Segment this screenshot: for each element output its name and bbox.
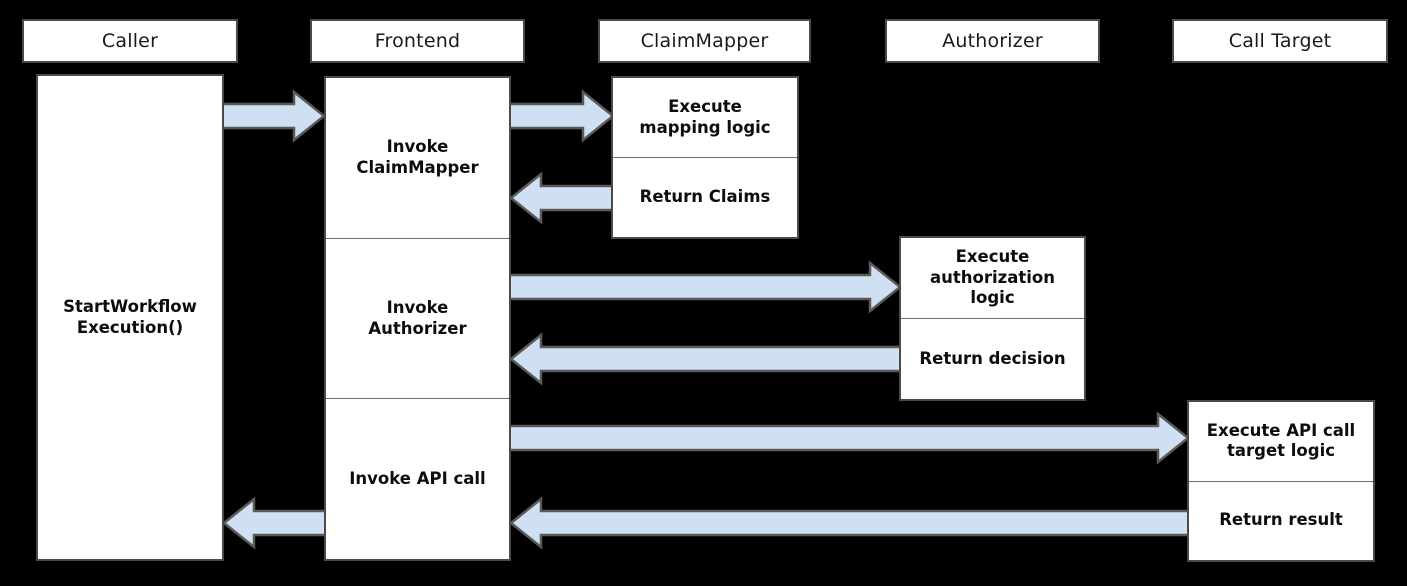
lane-header-claimmapper: ClaimMapper xyxy=(598,19,811,63)
activation-cell-label: Return result xyxy=(1219,510,1343,530)
lane-header-caller: Caller xyxy=(22,19,238,63)
lane-header-label: Authorizer xyxy=(942,29,1043,52)
message-arrow-caller-to-frontend xyxy=(220,89,327,143)
activation-cell-label: Return Claims xyxy=(639,187,771,207)
activation-cell-invoke-api-call: Invoke API call xyxy=(326,398,509,559)
lane-header-label: Frontend xyxy=(374,29,461,52)
message-arrow-frontend-to-authorizer xyxy=(507,260,903,314)
message-arrow-calltarget-to-frontend xyxy=(508,496,1192,550)
lane-header-frontend: Frontend xyxy=(310,19,525,63)
activation-cell-label: Return decision xyxy=(919,348,1066,368)
activation-cell-return-decision: Return decision xyxy=(901,318,1084,399)
lane-header-authorizer: Authorizer xyxy=(885,19,1100,63)
message-arrow-authorizer-to-frontend xyxy=(508,332,904,386)
lane-header-label: Caller xyxy=(101,29,159,52)
activation-cell-return-claims: Return Claims xyxy=(613,157,797,237)
message-arrow-frontend-to-caller xyxy=(221,496,328,550)
lane-header-label: ClaimMapper xyxy=(640,29,769,52)
message-arrow-frontend-to-calltarget xyxy=(507,411,1191,465)
lane-header-label: Call Target xyxy=(1228,29,1332,52)
activation-cell-return-result: Return result xyxy=(1189,480,1373,561)
lane-header-calltarget: Call Target xyxy=(1172,19,1388,63)
message-arrow-claimmapper-to-frontend xyxy=(508,171,617,225)
message-arrow-frontend-to-claimmapper xyxy=(507,89,616,143)
activation-cell-label: Invoke API call xyxy=(349,468,486,488)
